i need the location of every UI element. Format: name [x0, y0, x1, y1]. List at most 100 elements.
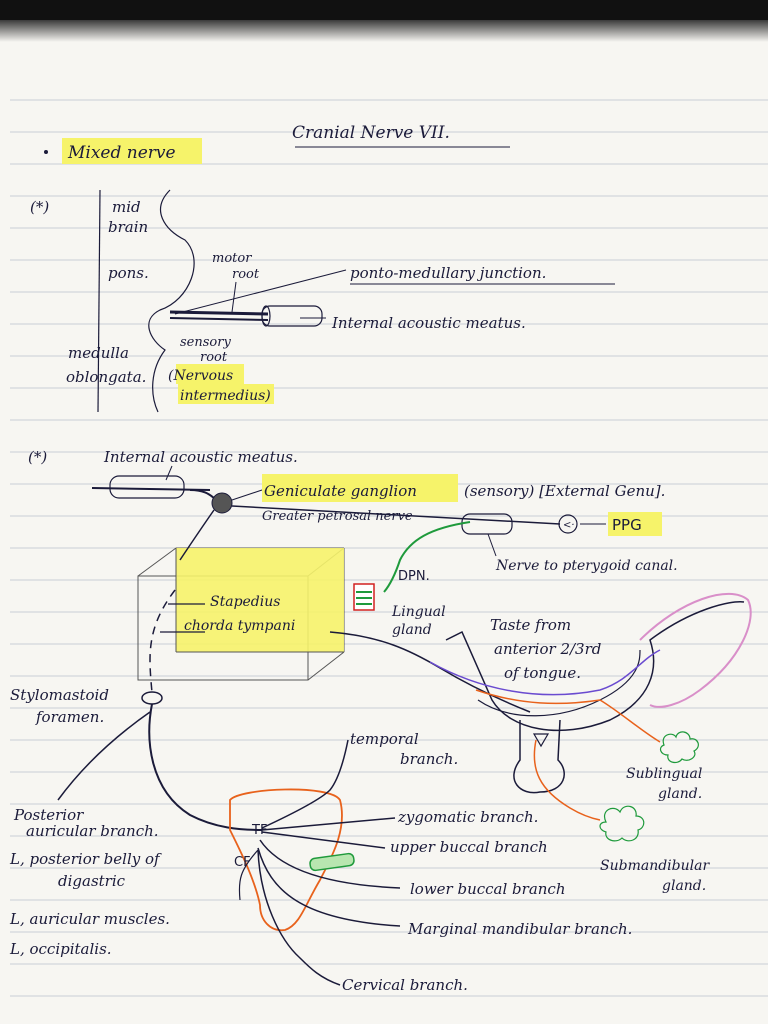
lower-buccal-label: lower buccal branch — [410, 880, 566, 898]
ganglion-triangle — [532, 733, 550, 748]
temporal-label-2: branch. — [400, 750, 458, 768]
tongue-outline-pink — [639, 592, 752, 708]
lower-buccal-branch — [259, 839, 401, 889]
submandibular-ganglion-loop — [513, 719, 565, 794]
taste-label-3: of tongue. — [504, 664, 581, 682]
occipitalis-label: L, occipitalis. — [9, 940, 112, 958]
ppg-label: PPG — [612, 516, 642, 534]
motor-root-pointer — [231, 281, 237, 313]
medulla-label-1: medulla — [68, 344, 129, 362]
dpn-green-nerve — [383, 521, 471, 593]
sensory-root-label-2: root — [200, 350, 228, 365]
orange-to-gland — [533, 739, 601, 821]
page-title: Cranial Nerve VII. — [292, 123, 450, 143]
submandibular-gland-icon — [599, 805, 645, 842]
zygomatic-branch — [261, 817, 396, 831]
marginal-mandibular-label: Marginal mandibular branch. — [407, 920, 632, 938]
highlight-intermedius — [178, 384, 274, 404]
dpn-label: DPN. — [398, 569, 430, 584]
submandibular-label-1: Submandibular — [600, 858, 710, 874]
internal-acoustic-tube — [261, 305, 323, 327]
greater-petrosal-label: Greater petrosal nerve — [262, 509, 413, 524]
submandibular-label-2: gland. — [662, 878, 706, 894]
tf-label: TF — [251, 823, 267, 838]
nervous-label-2: intermedius) — [180, 388, 271, 404]
sublingual-label-1: Sublingual — [626, 766, 702, 782]
upper-buccal-branch — [261, 831, 386, 849]
facial-nerve-trunk — [148, 703, 263, 831]
geniculate-label: Geniculate ganglion — [264, 482, 417, 500]
internal-acoustic-label-2: Internal acoustic meatus. — [103, 448, 298, 466]
meatus-pointer-2 — [165, 465, 173, 481]
brainstem-left-line — [97, 189, 101, 413]
lingual-gland-label-2: gland — [392, 622, 432, 638]
sensory-genu-label: (sensory) [External Genu]. — [464, 482, 665, 500]
posterior-belly-label-1: L, posterior belly of — [9, 850, 162, 868]
nerve-descending — [179, 509, 215, 561]
stylomastoid-foramen-icon — [141, 691, 163, 705]
facial-canal-dashed — [149, 589, 176, 695]
internal-acoustic-label-1: Internal acoustic meatus. — [331, 314, 526, 332]
highlight-mixed — [62, 138, 202, 164]
pterygoid-canal-tube — [461, 513, 513, 535]
cf-branch — [238, 849, 259, 901]
posterior-belly-label-2: digastric — [58, 872, 126, 890]
stylomastoid-label-2: foramen. — [35, 708, 104, 726]
section-2-marker: (*) — [28, 448, 47, 466]
temporal-branch — [261, 739, 349, 829]
motor-root-nerve — [169, 310, 269, 316]
highlight-geniculate — [262, 474, 458, 502]
nerve-to-ganglion — [189, 489, 215, 499]
stapedius-label: Stapedius — [210, 594, 280, 610]
tube-end — [261, 305, 271, 327]
nervous-label-1: (Nervous — [168, 368, 233, 384]
junction-pointer — [174, 269, 347, 315]
sublingual-gland-icon — [659, 731, 699, 764]
brainstem-outline — [148, 189, 195, 413]
zygomatic-label: zygomatic branch. — [397, 808, 538, 826]
cervical-branch — [257, 849, 341, 986]
upper-buccal-label: upper buccal branch — [390, 838, 548, 856]
mid-brain-label-1: mid — [112, 198, 141, 216]
motor-root-label-1: motor — [212, 251, 252, 266]
mandible-inner — [477, 649, 641, 717]
chorda-label: chorda tympani — [184, 618, 295, 634]
parotid-duct — [309, 852, 355, 872]
motor-root-label-2: root — [232, 267, 260, 282]
acoustic-tube-2 — [109, 475, 185, 499]
mid-brain-label-2: brain — [108, 218, 148, 236]
photo-top-gradient — [0, 20, 768, 42]
highlight-nervous — [176, 364, 244, 384]
posterior-label-1: Posterior — [13, 806, 84, 824]
posterior-label-2: auricular branch. — [26, 822, 159, 840]
stylomastoid-label-1: Stylomastoid — [10, 686, 109, 704]
medulla-label-2: oblongata. — [66, 368, 146, 386]
taste-label-1: Taste from — [490, 616, 571, 634]
sensory-root-nerve — [169, 317, 269, 321]
photo-top-shadow — [0, 0, 768, 20]
taste-label-2: anterior 2/3rd — [494, 640, 601, 658]
temporal-label-1: temporal — [350, 730, 419, 748]
mixed-nerve-label: Mixed nerve — [67, 143, 176, 163]
section-1-marker: (*) — [30, 198, 49, 216]
pons-label: pons. — [108, 264, 149, 282]
pterygoid-pointer — [487, 533, 497, 557]
lingual-nerve-purple — [429, 649, 661, 696]
sensory-root-label-1: sensory — [180, 335, 231, 350]
ppg-inner-mark: <· — [563, 520, 575, 531]
ganglion-pointer — [231, 489, 263, 501]
cf-label: CF — [234, 855, 251, 870]
lingual-gland-label-1: Lingual — [391, 604, 446, 620]
greater-petrosal-nerve — [231, 505, 561, 525]
orange-secretomotor — [475, 689, 661, 743]
sublingual-label-2: gland. — [658, 786, 702, 802]
geniculate-ganglion-node — [211, 492, 233, 514]
pterygoid-label: Nerve to pterygoid canal. — [495, 558, 678, 574]
ruled-lines — [10, 99, 768, 997]
ponto-medullary-label: ponto-medullary junction. — [350, 264, 546, 282]
bullet-dot — [44, 150, 48, 154]
auricular-muscles-label: L, auricular muscles. — [9, 910, 170, 928]
ppg-node — [558, 514, 578, 534]
posterior-auricular-nerve — [57, 711, 151, 801]
